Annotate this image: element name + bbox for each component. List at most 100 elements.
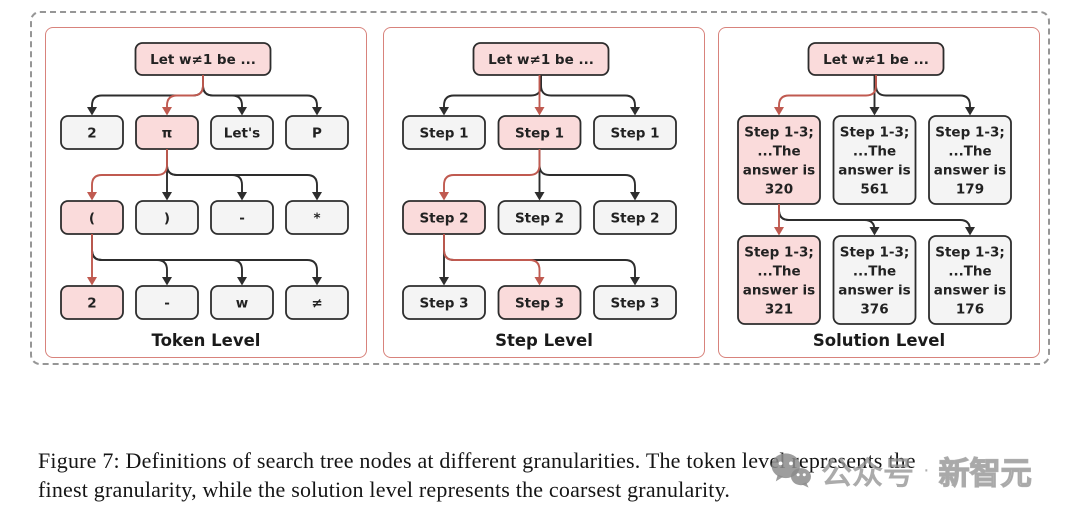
tree-node	[737, 235, 821, 325]
tree-node-label: )	[164, 210, 170, 226]
root-node-label: Let w≠1 be ...	[823, 52, 929, 68]
tree-node-label: *	[313, 210, 320, 226]
tree-node	[402, 285, 486, 320]
tree-node	[593, 285, 677, 320]
panel-label: Solution Level	[813, 331, 945, 350]
tree-node-label: Step 3	[610, 295, 659, 311]
tree-edge	[91, 75, 204, 108]
tree-node	[285, 285, 349, 320]
panel-label: Token Level	[152, 331, 261, 350]
tree-node-label: P	[312, 125, 322, 141]
tree-edge	[443, 234, 541, 278]
arrowhead-icon	[630, 107, 640, 116]
tree-node-label: Step 3	[419, 295, 468, 311]
tree-edge	[91, 234, 168, 278]
tree-edge	[166, 149, 318, 193]
arrowhead-icon	[534, 192, 545, 201]
tree-node	[593, 115, 677, 150]
tree-node	[60, 285, 124, 320]
tree-node	[832, 235, 917, 325]
tree-node-label: 2	[87, 125, 96, 141]
caption-line-1: Figure 7: Definitions of search tree nod…	[38, 448, 916, 473]
tree-node	[285, 200, 349, 235]
tree-node	[928, 115, 1012, 205]
root-node-label: Let w≠1 be ...	[488, 52, 594, 68]
arrowhead-icon	[630, 277, 640, 286]
tree-node	[402, 115, 486, 150]
root-node-label: Let w≠1 be ...	[150, 52, 256, 68]
tree-node	[497, 200, 582, 235]
tree-node	[497, 285, 582, 320]
tree-node-label: (	[89, 210, 95, 226]
tree-edge	[166, 149, 243, 193]
panel-label: Step Level	[495, 331, 593, 350]
arrowhead-icon	[534, 277, 545, 286]
tree-edge	[443, 75, 542, 108]
arrowhead-icon	[237, 192, 247, 201]
tree-edge	[875, 75, 971, 108]
arrowhead-icon	[87, 277, 97, 286]
tree-node	[135, 200, 199, 235]
tree-node	[210, 200, 274, 235]
arrowhead-icon	[162, 192, 172, 201]
figure-caption: Figure 7: Definitions of search tree nod…	[38, 446, 1072, 504]
tree-node-label: Step 2	[610, 210, 659, 226]
arrowhead-icon	[87, 107, 97, 116]
tree-edge	[538, 149, 636, 193]
arrowhead-icon	[774, 227, 784, 236]
tree-edge	[778, 75, 877, 108]
arrowhead-icon	[312, 277, 322, 286]
tree-node-label: w	[236, 295, 248, 311]
tree-node-label: Step 2	[419, 210, 468, 226]
tree-node-label: Step 1	[610, 125, 659, 141]
arrowhead-icon	[965, 107, 975, 116]
arrowhead-icon	[869, 107, 880, 116]
tree-node-label: ≠	[311, 295, 322, 311]
arrowhead-icon	[439, 107, 449, 116]
tree-edge	[202, 75, 318, 108]
tree-node	[832, 115, 917, 205]
tree-edge	[202, 75, 243, 108]
tree-edge	[443, 149, 541, 193]
tree-node	[593, 200, 677, 235]
caption-line-2: finest granularity, while the solution l…	[38, 477, 731, 502]
arrowhead-icon	[237, 107, 247, 116]
tree-node-label: Let's	[224, 125, 260, 141]
tree-node	[210, 115, 274, 150]
tree-node-label: π	[162, 125, 173, 141]
arrowhead-icon	[162, 107, 172, 116]
tree-edge	[540, 75, 636, 108]
arrowhead-icon	[439, 277, 449, 286]
tree-node	[928, 235, 1012, 325]
tree-edge	[91, 149, 168, 193]
arrowhead-icon	[312, 192, 322, 201]
arrowhead-icon	[162, 277, 172, 286]
arrowhead-icon	[312, 107, 322, 116]
step-level-panel: Let w≠1 be ... Step 1 Step 1 Step 1 Step 2 St…	[383, 27, 705, 358]
arrowhead-icon	[87, 192, 97, 201]
tree-edge	[778, 204, 876, 231]
arrowhead-icon	[237, 277, 247, 286]
tree-node	[60, 115, 124, 150]
arrowhead-icon	[630, 192, 640, 201]
arrowhead-icon	[439, 192, 449, 201]
step-level-tree: Let w≠1 be ... Step 1 Step 1 Step 1 Step 2 St…	[402, 42, 677, 350]
tree-node-label: -	[239, 210, 245, 226]
tree-node-label: Step 1	[419, 125, 468, 141]
tree-edge	[166, 75, 204, 108]
arrowhead-icon	[965, 227, 975, 236]
tree-edge	[91, 234, 318, 278]
tree-node-label: Step 3	[515, 295, 564, 311]
tree-node-label: Step 1	[515, 125, 564, 141]
tree-node	[285, 115, 349, 150]
